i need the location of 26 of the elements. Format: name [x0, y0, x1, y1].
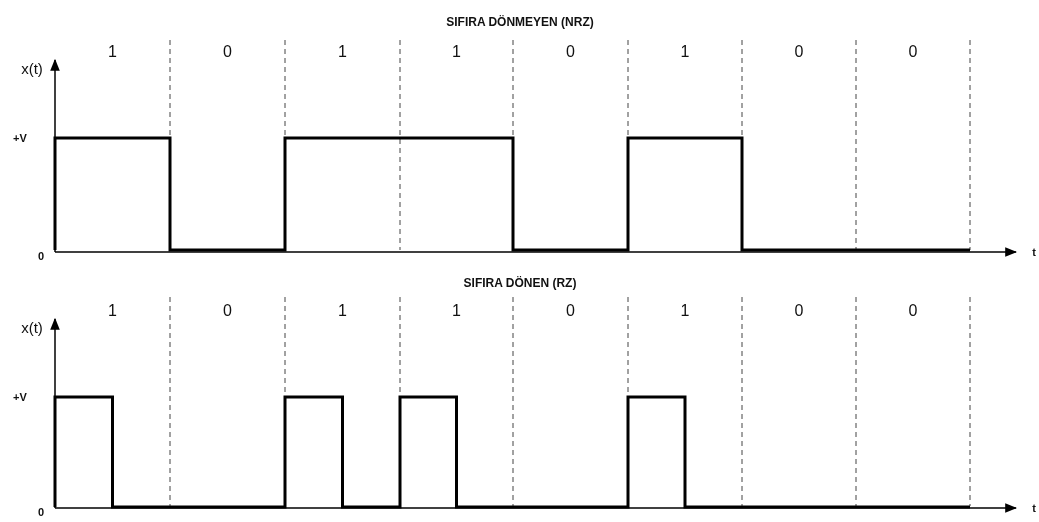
bit-value: 0 [223, 43, 232, 61]
axis-tick-label: t [1032, 246, 1036, 258]
bit-value: 0 [908, 302, 918, 320]
bit-value: 1 [338, 302, 347, 320]
bit-value: 1 [452, 43, 461, 61]
axis-tick-label: +V [13, 132, 27, 144]
axis-tick-label: 0 [37, 250, 45, 262]
bit-value: 0 [566, 43, 575, 61]
bit-value: 1 [680, 43, 690, 61]
bit-value: 0 [223, 302, 232, 320]
chart-title: SIFIRA DÖNEN (RZ) [463, 276, 577, 290]
bit-value: 0 [794, 302, 804, 320]
axis-label: x(t) [21, 318, 43, 336]
axis-tick-label: t [1032, 502, 1036, 514]
bit-value: 0 [794, 43, 804, 61]
bit-value: 1 [680, 302, 690, 320]
bit-value: 1 [452, 302, 461, 320]
chart-title: SIFIRA DÖNMEYEN (NRZ) [446, 15, 594, 29]
bit-value: 1 [338, 43, 347, 61]
axis-label: x(t) [21, 59, 43, 77]
bit-value: 0 [566, 302, 575, 320]
axis-tick-label: +V [13, 391, 27, 403]
bit-value: 0 [908, 43, 918, 61]
bit-value: 1 [108, 43, 117, 61]
bit-value: 1 [108, 302, 117, 320]
axis-tick-label: 0 [37, 506, 45, 518]
